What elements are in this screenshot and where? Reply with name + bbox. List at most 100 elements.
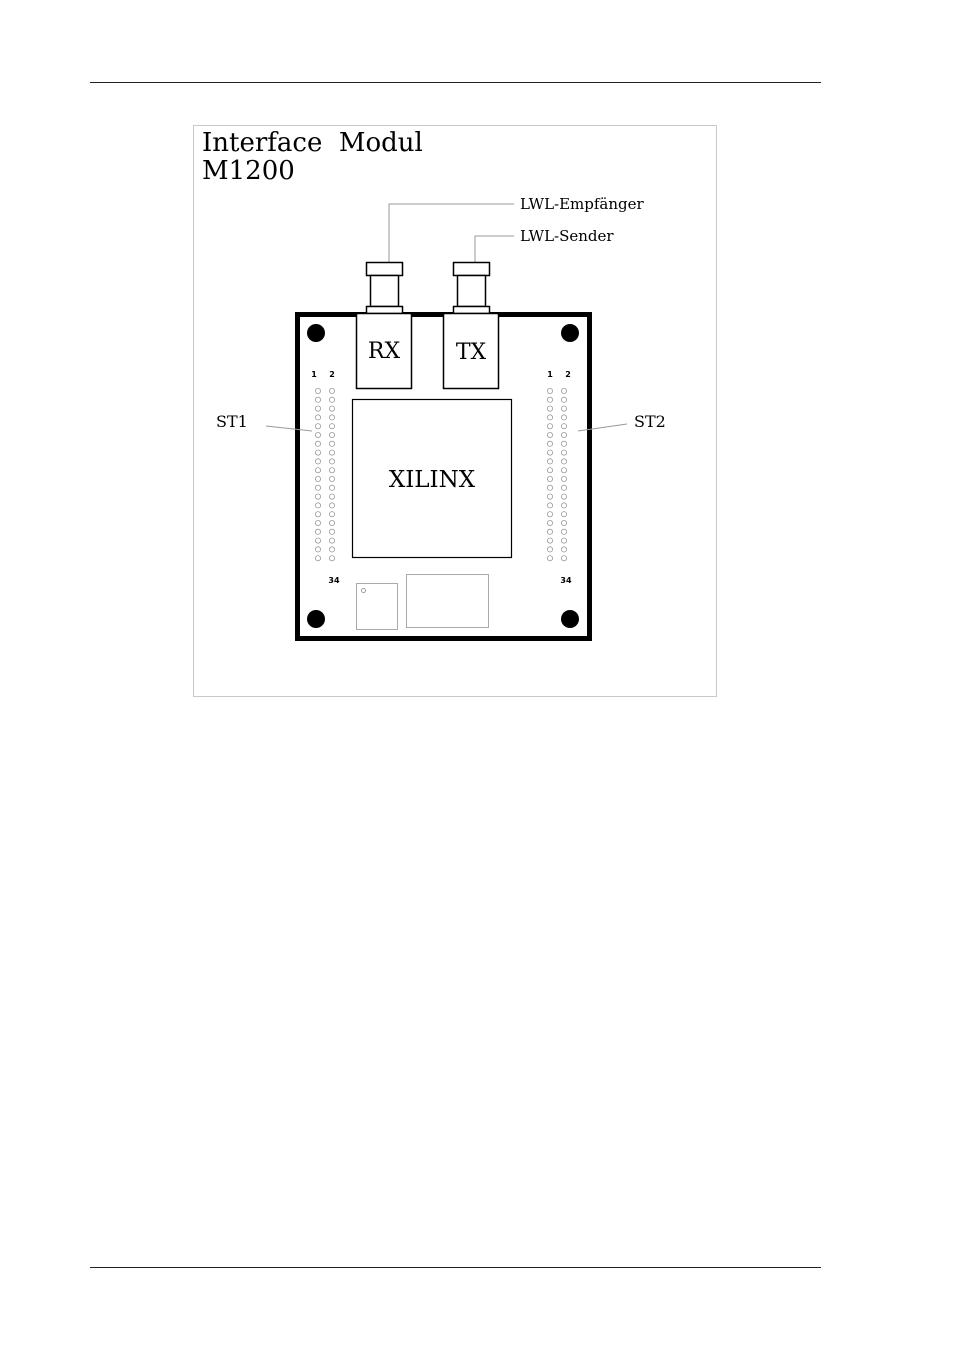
- st1-pin-hole: [314, 440, 321, 447]
- st1-pin-hole: [328, 546, 335, 553]
- st2-pin-hole: [561, 528, 568, 535]
- st2-pin-hole: [561, 405, 568, 412]
- st1-pin-hole: [328, 414, 335, 421]
- st2-pin-hole: [547, 475, 554, 482]
- st2-pin-label-34: 34: [560, 576, 572, 585]
- st2-pin-hole: [547, 423, 554, 430]
- st2-pin-hole: [561, 484, 568, 491]
- top-rule: [90, 82, 821, 83]
- st2-pin-hole: [547, 528, 554, 535]
- mounting-hole-top-right: [561, 324, 579, 342]
- st1-pin-hole: [314, 475, 321, 482]
- st1-pin-hole: [314, 493, 321, 500]
- st1-pin-hole: [314, 387, 321, 394]
- rx-connector: RX: [355, 261, 413, 390]
- mounting-hole-bottom-left: [307, 610, 325, 628]
- st2-pin-hole: [547, 440, 554, 447]
- st2-pin-hole: [561, 414, 568, 421]
- st1-pin-hole: [328, 475, 335, 482]
- st1-pin-hole: [314, 431, 321, 438]
- st1-label: ST1: [216, 412, 248, 431]
- st1-pin-hole: [314, 520, 321, 527]
- st1-pin-hole: [328, 396, 335, 403]
- st2-pin-hole: [547, 396, 554, 403]
- xilinx-chip: [351, 398, 513, 559]
- component-block: [406, 574, 489, 628]
- st2-pin-hole: [547, 520, 554, 527]
- st2-pin-hole: [561, 502, 568, 509]
- st1-pin-hole: [314, 414, 321, 421]
- st2-pin-hole: [561, 537, 568, 544]
- st1-pin-hole: [328, 405, 335, 412]
- st2-pin-hole: [547, 502, 554, 509]
- st1-pin-hole: [328, 440, 335, 447]
- st2-pin-label-1: 1: [547, 370, 553, 379]
- st1-pin-hole: [314, 537, 321, 544]
- st2-pin-hole: [561, 449, 568, 456]
- st1-pin-hole: [314, 405, 321, 412]
- bottom-rule: [90, 1267, 821, 1268]
- st1-pin-hole: [328, 528, 335, 535]
- receiver-label: LWL-Empfänger: [520, 195, 645, 213]
- figure-frame: [193, 125, 717, 697]
- st1-pin-hole: [328, 467, 335, 474]
- mounting-hole-bottom-right: [561, 610, 579, 628]
- st1-pin-hole: [328, 511, 335, 518]
- st2-pin-hole: [561, 520, 568, 527]
- st2-pin-hole: [561, 431, 568, 438]
- st2-pin-hole: [561, 555, 568, 562]
- st2-pin-hole: [547, 431, 554, 438]
- st1-pin-hole: [314, 528, 321, 535]
- title-line-1: Interface Modul: [202, 128, 423, 158]
- st1-pin-hole: [328, 555, 335, 562]
- sender-leader-line: [474, 235, 514, 262]
- st2-pin-hole: [547, 555, 554, 562]
- st2-pin-hole: [547, 387, 554, 394]
- st1-leader-line: [265, 425, 313, 432]
- small-component-pin1-marker: [361, 588, 366, 593]
- st2-pin-hole: [561, 387, 568, 394]
- st1-pin-hole: [314, 423, 321, 430]
- st1-pin-hole: [314, 396, 321, 403]
- st2-pin-hole: [561, 440, 568, 447]
- pin-header-st2: [547, 387, 568, 562]
- st2-pin-label-2: 2: [565, 370, 571, 379]
- st1-pin-label-34: 34: [328, 576, 340, 585]
- st2-pin-hole: [561, 493, 568, 500]
- st2-pin-hole: [547, 546, 554, 553]
- pin-header-st1: [314, 387, 335, 562]
- st2-pin-hole: [561, 423, 568, 430]
- st1-pin-hole: [314, 449, 321, 456]
- st1-pin-hole: [328, 449, 335, 456]
- st2-pin-hole: [547, 449, 554, 456]
- st2-pin-hole: [561, 475, 568, 482]
- st2-pin-hole: [547, 458, 554, 465]
- st1-pin-hole: [314, 458, 321, 465]
- st2-pin-hole: [547, 484, 554, 491]
- st2-pin-hole: [547, 511, 554, 518]
- title-line-2: M1200: [202, 156, 295, 186]
- st2-pin-hole: [547, 467, 554, 474]
- mounting-hole-top-left: [307, 324, 325, 342]
- st2-pin-hole: [561, 546, 568, 553]
- st1-pin-hole: [314, 467, 321, 474]
- st2-pin-hole: [561, 458, 568, 465]
- st1-pin-hole: [328, 423, 335, 430]
- tx-connector: TX: [442, 261, 500, 390]
- tx-label: TX: [456, 340, 487, 365]
- st2-pin-hole: [561, 396, 568, 403]
- st1-pin-label-1: 1: [311, 370, 317, 379]
- st2-pin-hole: [561, 467, 568, 474]
- st1-pin-hole: [314, 502, 321, 509]
- st2-pin-hole: [547, 405, 554, 412]
- st1-pin-hole: [314, 555, 321, 562]
- st1-pin-hole: [314, 511, 321, 518]
- st1-pin-hole: [328, 493, 335, 500]
- st1-pin-hole: [328, 431, 335, 438]
- st2-label: ST2: [634, 412, 666, 431]
- st2-leader-line: [577, 423, 628, 432]
- small-component: [356, 583, 398, 630]
- st1-pin-hole: [328, 520, 335, 527]
- st1-pin-hole: [328, 484, 335, 491]
